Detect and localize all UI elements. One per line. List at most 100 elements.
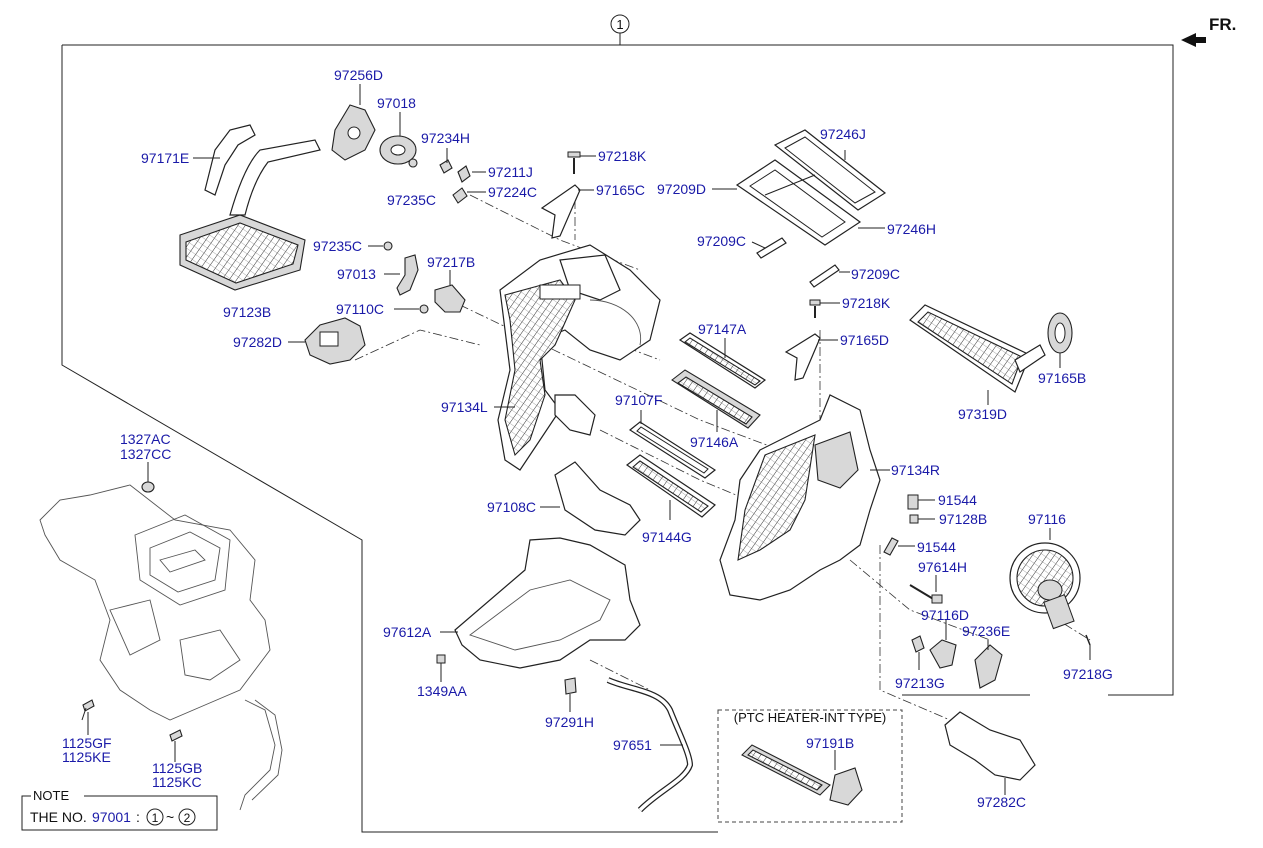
label-97246H[interactable]: 97246H	[887, 221, 936, 237]
label-97146A[interactable]: 97146A	[690, 434, 739, 450]
temp-actuator[interactable]	[331, 104, 376, 161]
label-97612A[interactable]: 97612A	[383, 624, 432, 640]
nut-1327[interactable]	[141, 462, 155, 493]
label-97018[interactable]: 97018	[377, 95, 416, 111]
label-1349AA[interactable]: 1349AA	[417, 683, 467, 699]
label-97144G[interactable]: 97144G	[642, 529, 692, 545]
evap-seal[interactable]	[1047, 312, 1073, 368]
label-97234H[interactable]: 97234H	[421, 130, 470, 146]
label-97246J[interactable]: 97246J	[820, 126, 866, 142]
ptc-box-title: (PTC HEATER-INT TYPE)	[734, 710, 886, 725]
screw-mid[interactable]	[809, 299, 840, 318]
blower-screw[interactable]	[1085, 634, 1091, 660]
label-97116D[interactable]: 97116D	[921, 607, 969, 623]
label-91544-a[interactable]: 91544	[938, 492, 977, 508]
label-97319D[interactable]: 97319D	[958, 406, 1007, 422]
heater-core[interactable]	[179, 124, 321, 291]
label-97256D[interactable]: 97256D	[334, 67, 383, 83]
label-97116[interactable]: 97116	[1028, 511, 1066, 527]
door-146a[interactable]	[671, 369, 761, 432]
bolt-1125g[interactable]	[81, 699, 95, 735]
duct-connector[interactable]	[288, 317, 366, 365]
label-97614H[interactable]: 97614H	[918, 559, 967, 575]
label-97209C-a[interactable]: 97209C	[697, 233, 746, 249]
label-1125GF[interactable]: 1125GF	[62, 735, 112, 751]
seal-plate-d[interactable]	[784, 333, 838, 381]
label-97110C[interactable]: 97110C	[336, 301, 384, 317]
clip-349aa[interactable]	[436, 654, 446, 682]
label-1125KE[interactable]: 1125KE	[62, 749, 111, 765]
actuator-gear[interactable]	[379, 135, 417, 165]
rear-duct[interactable]	[944, 711, 1036, 795]
label-97013[interactable]: 97013	[337, 266, 376, 282]
label-97235C-a[interactable]: 97235C	[387, 192, 436, 208]
duct-108c[interactable]	[540, 461, 641, 536]
label-97134L[interactable]: 97134L	[441, 399, 488, 415]
door-147a[interactable]	[678, 332, 767, 389]
label-97165B[interactable]: 97165B	[1038, 370, 1086, 386]
door-107f[interactable]	[628, 410, 717, 479]
label-97147A[interactable]: 97147A	[698, 321, 747, 337]
label-97165C[interactable]: 97165C	[596, 182, 645, 198]
label-1125KC[interactable]: 1125KC	[152, 774, 202, 790]
label-97191B[interactable]: 97191B	[806, 735, 854, 751]
note-range-start: 1	[152, 811, 159, 825]
label-97107F[interactable]: 97107F	[615, 392, 662, 408]
front-direction-indicator: FR.	[1181, 15, 1236, 47]
left-case[interactable]	[494, 244, 661, 471]
blower-motor[interactable]	[1009, 528, 1081, 630]
label-97211J[interactable]: 97211J	[488, 164, 533, 180]
front-arrow-icon	[1181, 33, 1206, 47]
filter-strips[interactable]	[756, 237, 840, 288]
lower-case[interactable]	[440, 537, 641, 669]
left-linkage[interactable]	[368, 241, 466, 314]
label-97213G[interactable]: 97213G	[895, 675, 945, 691]
callout-number: 1	[616, 17, 623, 32]
label-97651[interactable]: 97651	[613, 737, 652, 753]
case-clips[interactable]	[883, 494, 935, 556]
label-97218G[interactable]: 97218G	[1063, 666, 1113, 682]
label-97128B[interactable]: 97128B	[939, 511, 987, 527]
drain-hose[interactable]	[606, 677, 694, 813]
label-97171E[interactable]: 97171E	[141, 150, 189, 166]
label-1327CC[interactable]: 1327CC	[120, 446, 171, 462]
label-97134R[interactable]: 97134R	[891, 462, 940, 478]
seal-plate-c[interactable]	[540, 184, 594, 239]
cabin-filter-cover[interactable]	[773, 129, 887, 211]
label-97209D[interactable]: 97209D	[657, 181, 706, 197]
resistor-236e[interactable]	[974, 640, 1003, 689]
label-97236E[interactable]: 97236E	[962, 623, 1010, 639]
label-97282C[interactable]: 97282C	[977, 794, 1026, 810]
bracket-116d[interactable]	[929, 620, 957, 669]
label-97218K-a[interactable]: 97218K	[598, 148, 647, 164]
duct-part-lower[interactable]	[554, 394, 596, 436]
cabin-filter-frame[interactable]	[735, 159, 862, 246]
right-case[interactable]	[719, 394, 890, 601]
label-97218K-b[interactable]: 97218K	[842, 295, 891, 311]
label-97291H[interactable]: 97291H	[545, 714, 594, 730]
label-97123B[interactable]: 97123B	[223, 304, 271, 320]
label-97209C-b[interactable]: 97209C	[851, 266, 900, 282]
label-97235C-b[interactable]: 97235C	[313, 238, 362, 254]
label-97108C[interactable]: 97108C	[487, 499, 536, 515]
note-title: NOTE	[33, 788, 69, 803]
ptc-heater[interactable]	[741, 744, 863, 806]
label-97165D[interactable]: 97165D	[840, 332, 889, 348]
note-prefix: THE NO.	[30, 809, 87, 825]
label-97224C[interactable]: 97224C	[488, 184, 537, 200]
filter-144g[interactable]	[625, 454, 716, 520]
label-91544-b[interactable]: 91544	[917, 539, 956, 555]
clip-291h[interactable]	[564, 677, 577, 712]
label-97217B[interactable]: 97217B	[427, 254, 475, 270]
screw-top[interactable]	[567, 151, 596, 174]
label-97282D[interactable]: 97282D	[233, 334, 282, 350]
clip-213g[interactable]	[911, 635, 925, 670]
callout-one: 1	[610, 14, 630, 34]
linkage-parts[interactable]	[408, 148, 486, 204]
evaporator[interactable]	[909, 304, 1046, 393]
note-part-number[interactable]: 97001	[92, 809, 131, 825]
bolt-1125gb[interactable]	[169, 729, 183, 762]
sensor-614h[interactable]	[909, 575, 943, 604]
label-1327AC[interactable]: 1327AC	[120, 431, 171, 447]
label-1125GB[interactable]: 1125GB	[152, 760, 202, 776]
